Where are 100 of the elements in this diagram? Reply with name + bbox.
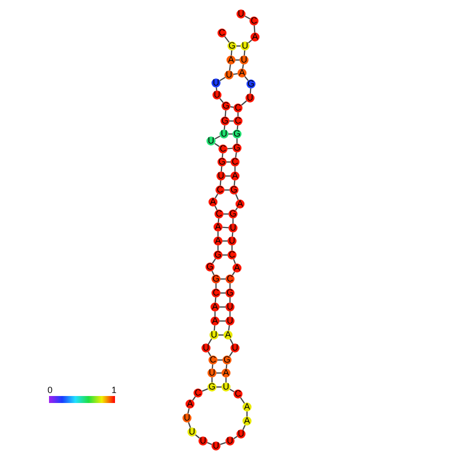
backbone-line [214,194,218,198]
backbone-line [195,434,200,439]
nucleotide-circle: G [212,274,220,284]
nucleotide-circle: U [236,430,246,438]
nucleotide-circle: U [210,330,218,340]
nucleotide-circle: G [222,356,232,364]
base-pair-line [222,226,229,228]
base-pair-line [233,73,238,75]
nucleotide-circle: G [214,250,222,260]
backbone-line [219,98,224,103]
nucleotide-circle: A [224,330,232,340]
backbone-line [220,442,226,446]
backbone-line [230,50,232,56]
backbone-line [235,152,237,158]
nucleotide-circle: G [220,116,230,126]
nucleotide-circle: A [214,222,222,232]
nucleotide-circle: U [240,42,250,50]
backbone-line [206,442,212,445]
nucleotide-circle: U [226,436,234,446]
backbone-line [233,258,236,264]
nucleotide-circle: G [226,288,234,298]
backbone-line [202,388,208,392]
nucleotide-circle: U [230,344,240,352]
nucleotide-circle: C [212,288,220,298]
backbone-line [250,88,252,94]
backbone-line [244,50,246,56]
nucleotide-circle: C [214,210,224,218]
backbone-line [242,64,244,69]
backbone-line [230,338,234,344]
nucleotide-circle: U [188,428,196,436]
nucleotide-circle: A [208,198,218,206]
nucleotide-circle: U [226,316,234,326]
nucleotide-circle: G [230,186,238,194]
nucleotide-circle: C [234,104,242,112]
backbone-line [242,424,246,430]
nucleotide-circle: G [246,80,256,88]
nucleotide-circle: A [242,402,252,412]
nucleotide-circle: C [230,158,240,166]
nucleotide-circle: U [224,70,234,80]
nucleotide-circle: A [250,32,260,42]
nucleotide-circle: A [186,400,194,408]
backbone-line [208,338,212,344]
nucleotide-circle: A [214,236,222,246]
backbone-line [214,206,218,210]
backbone-line [234,180,236,186]
nucleotide-circle: A [230,172,240,180]
nucleotide-circle: U [240,56,248,64]
nucleotide-circle: U [206,136,216,146]
nucleotide-circle: A [210,316,220,326]
nucleotide-circle: A [232,264,242,272]
nucleotide-circle: U [246,94,254,102]
nucleotide-circle: A [210,302,220,312]
nucleotide-circle: C [226,274,234,284]
backbone-line [187,408,190,414]
nucleotide-circle: C [194,388,202,398]
backbone-line [220,76,226,82]
nucleotide-circle: U [226,302,234,312]
nucleotide-circle: C [218,144,228,154]
backbone-line [244,16,250,20]
backbone-line [244,76,249,81]
nucleotide-circle: C [234,116,242,126]
nucleotide-circle: A [238,68,246,78]
nucleotide-circle: C [250,16,258,26]
backbone-line [188,422,192,428]
nucleotide-circle: A [226,56,236,64]
nucleotide-circle: C [216,186,224,194]
nucleotide-circle: U [228,236,236,246]
nucleotide-circle: U [182,414,192,422]
nucleotide-circle: C [218,28,226,38]
backbone-line [230,388,234,392]
backbone-line [220,180,222,186]
scale-tick-label: 0 [48,386,52,395]
nucleotide-circle: U [212,90,222,100]
nucleotide-circle: G [222,102,230,110]
nucleotide-circle: U [236,10,246,18]
nucleotide-circle: U [198,436,208,446]
nucleotide-circle: G [228,210,238,218]
nucleotide-circle: G [208,382,216,392]
backbone-line [229,64,231,71]
backbone-line [192,396,196,401]
nucleotide-circle: C [228,250,236,260]
backbone-line [228,325,230,331]
backbone-line [208,352,212,356]
base-pair-line [230,106,234,108]
nucleotide-circle: G [232,130,242,138]
scale-tick-label: 1 [112,386,116,395]
nucleotide-circle: U [212,442,220,450]
backbone-line [235,194,239,200]
backbone-line [224,110,226,117]
nucleotide-circle: U [208,368,216,378]
backbone-line [240,397,245,404]
nucleotide-circle: G [206,262,214,272]
nucleotide-circle: U [202,344,210,352]
nucleotide-circle: U [220,130,228,138]
nucleotide-circle: U [222,382,230,392]
nucleotide-circle: G [232,144,242,152]
backbone-line [254,25,256,33]
nucleotide-circle: U [228,224,238,232]
base-pair-line [227,148,233,150]
nucleotide-circle: A [236,200,244,208]
